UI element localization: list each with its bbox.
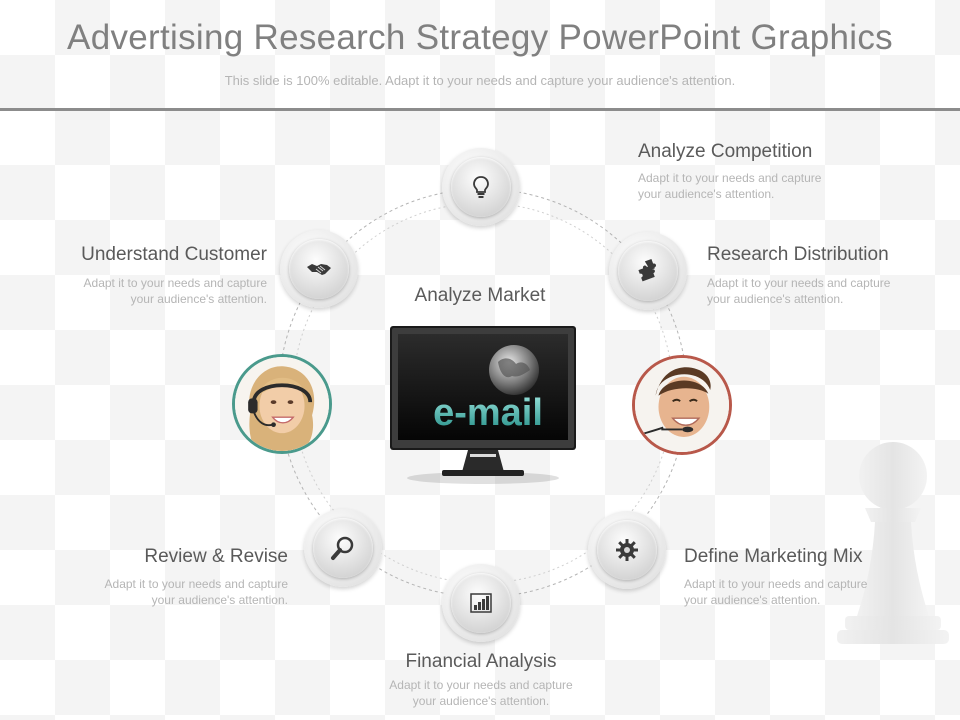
email-monitor: e-mail [390, 326, 576, 484]
label-analyze-competition-desc: Adapt it to your needs and capture your … [638, 171, 822, 201]
node-financial-analysis [442, 564, 520, 642]
avatar-female-support [232, 354, 332, 454]
bar-chart-icon [470, 593, 492, 613]
label-research-distribution-title: Research Distribution [707, 244, 889, 265]
label-understand-customer-title: Understand Customer [81, 244, 267, 265]
label-analyze-competition-title: Analyze Competition [638, 141, 813, 162]
node-review-revise [304, 509, 382, 587]
label-financial-analysis-title: Financial Analysis [405, 651, 557, 672]
label-review-revise-desc: Adapt it to your needs and capture your … [104, 577, 288, 607]
gear-icon [616, 539, 638, 561]
label-understand-customer-desc: Adapt it to your needs and capture your … [83, 276, 267, 306]
chess-pawn-graphic [837, 442, 949, 644]
magnifier-icon [331, 536, 354, 560]
node-understand-customer [280, 230, 358, 308]
node-research-distribution [609, 232, 687, 310]
label-define-marketing-mix-title: Define Marketing Mix [684, 546, 863, 567]
center-label: Analyze Market [414, 285, 546, 306]
label-review-revise-title: Review & Revise [144, 546, 288, 567]
slide-subtitle: This slide is 100% editable. Adapt it to… [224, 73, 736, 88]
puzzle-icon [638, 258, 657, 282]
node-analyze-competition [442, 148, 520, 226]
node-define-marketing-mix [588, 511, 666, 589]
handshake-icon [307, 264, 331, 275]
title-divider [0, 108, 960, 111]
lightbulb-icon [473, 176, 489, 198]
label-research-distribution-desc: Adapt it to your needs and capture your … [707, 276, 891, 306]
screen-email-text: e-mail [433, 392, 543, 434]
slide-title: Advertising Research Strategy PowerPoint… [67, 18, 893, 57]
avatar-male-support [632, 355, 732, 455]
label-define-marketing-mix-desc: Adapt it to your needs and capture your … [684, 577, 868, 607]
label-financial-analysis-desc: Adapt it to your needs and capture your … [389, 678, 573, 708]
